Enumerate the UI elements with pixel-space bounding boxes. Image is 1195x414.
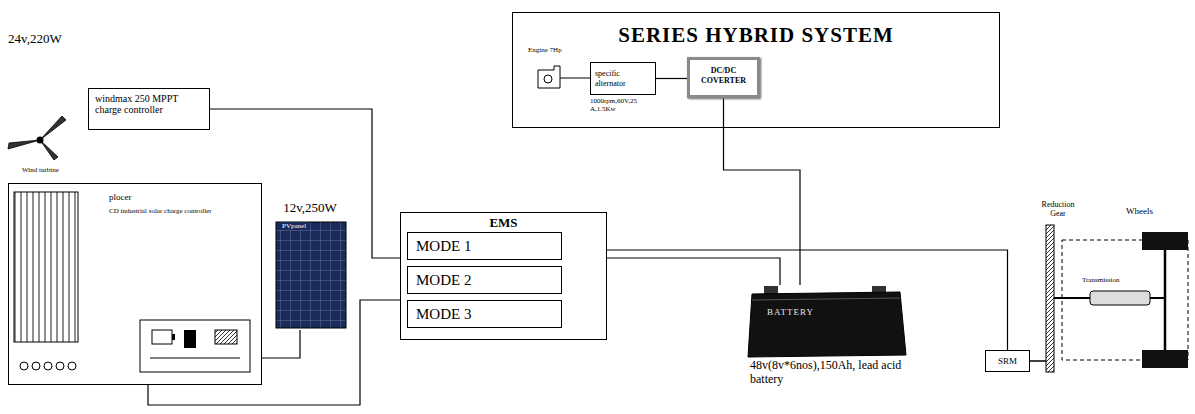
wheel [1142, 350, 1188, 368]
power-wire [262, 330, 300, 358]
process-box: 12v,250W PVpanel [268, 200, 352, 330]
part-label: 1000rpm,60V,25 A,1.5Kw [590, 97, 662, 113]
battery-symbol [172, 334, 175, 340]
front-panel [140, 320, 250, 372]
box-text: MODE 2 [416, 271, 471, 289]
inner-box: MODE 3 [407, 300, 562, 328]
part-label: 24v,220W [8, 32, 62, 46]
inner-box: DC/DC COVERTER [687, 57, 760, 98]
motor-shaft [1030, 360, 1046, 362]
box-text: SERIES HYBRID SYSTEM [618, 23, 894, 47]
chassis-frame [1062, 240, 1188, 360]
terminal [56, 362, 64, 370]
turbine-hub [37, 137, 44, 144]
box-text: SRM [998, 356, 1017, 366]
box-text: 12v,250W [283, 200, 337, 215]
box-text: BATTERY [767, 307, 814, 318]
inner-box: MODE 2 [407, 266, 562, 294]
battery-terminal [764, 286, 778, 294]
engine-icon [538, 66, 590, 88]
status-led [184, 330, 196, 348]
part-label: Engine 7Hp [528, 46, 562, 54]
part-label: Reduction Gear [1034, 200, 1082, 218]
box-text: MODE 3 [416, 305, 471, 323]
wheel [1142, 232, 1188, 250]
terminal [44, 362, 52, 370]
turbine-blade [40, 140, 58, 160]
drive-shaft [1150, 297, 1165, 299]
box-text: specific alternator [595, 69, 651, 89]
transmission-tube [1090, 291, 1150, 305]
terminal [32, 362, 40, 370]
box-text: windmax 250 MPPT charge controller [95, 93, 203, 115]
inner-box: specific alternator [590, 62, 656, 95]
turbine-blade [40, 116, 66, 140]
process-box: BATTERY 48v(8v*6nos),150Ah, lead acid bat… [745, 285, 919, 403]
drivetrain [1030, 225, 1188, 372]
engine-shaft [560, 78, 590, 79]
power-wire [607, 250, 1008, 350]
terminal [20, 362, 28, 370]
box-text: 48v(8v*6nos),150Ah, lead acid battery [750, 358, 919, 386]
power-wire [607, 258, 780, 285]
battery-symbol [152, 330, 172, 344]
power-wire [148, 300, 400, 405]
box-text: MODE 1 [416, 237, 471, 255]
process-box: EMS MODE 1 MODE 2 MODE 3 [400, 212, 607, 340]
process-box: SRM [985, 350, 1030, 372]
pv-panel [276, 222, 346, 328]
part-label: Transmission [1082, 276, 1119, 284]
process-box: SERIES HYBRID SYSTEM specific alternator D… [512, 12, 1000, 128]
box-text: EMS [489, 215, 517, 230]
battery-lid [752, 298, 900, 300]
power-wire [656, 78, 687, 79]
engine-block [538, 66, 560, 88]
box-text: CD industrial solar charge controller [109, 207, 212, 216]
inner-box: MODE 1 [407, 232, 562, 260]
part-label: Wind turbine [22, 166, 59, 174]
box-text: DC/DC COVERTER [693, 66, 754, 86]
gear-shaft [1054, 297, 1090, 299]
process-box: plocer CD industrial solar charge control… [8, 183, 262, 385]
process-box: windmax 250 MPPT charge controller [88, 88, 210, 130]
wind-turbine [8, 116, 66, 160]
box-text: PVpanel [280, 222, 308, 230]
part-label: Wheels [1126, 206, 1153, 216]
box-text: plocer [109, 192, 132, 203]
panel-rule [150, 358, 240, 359]
fin-outline [14, 192, 78, 342]
reduction-gear [1046, 225, 1054, 372]
axle [1164, 250, 1167, 350]
panel-symbol [215, 330, 237, 344]
turbine-blade [8, 140, 40, 149]
terminal [68, 362, 76, 370]
charge-controller-body [14, 192, 250, 372]
battery-case [748, 292, 906, 357]
engine-flywheel [544, 75, 552, 83]
cooling-fins [14, 192, 78, 342]
battery-icon [748, 286, 906, 357]
power-wire [724, 98, 801, 285]
